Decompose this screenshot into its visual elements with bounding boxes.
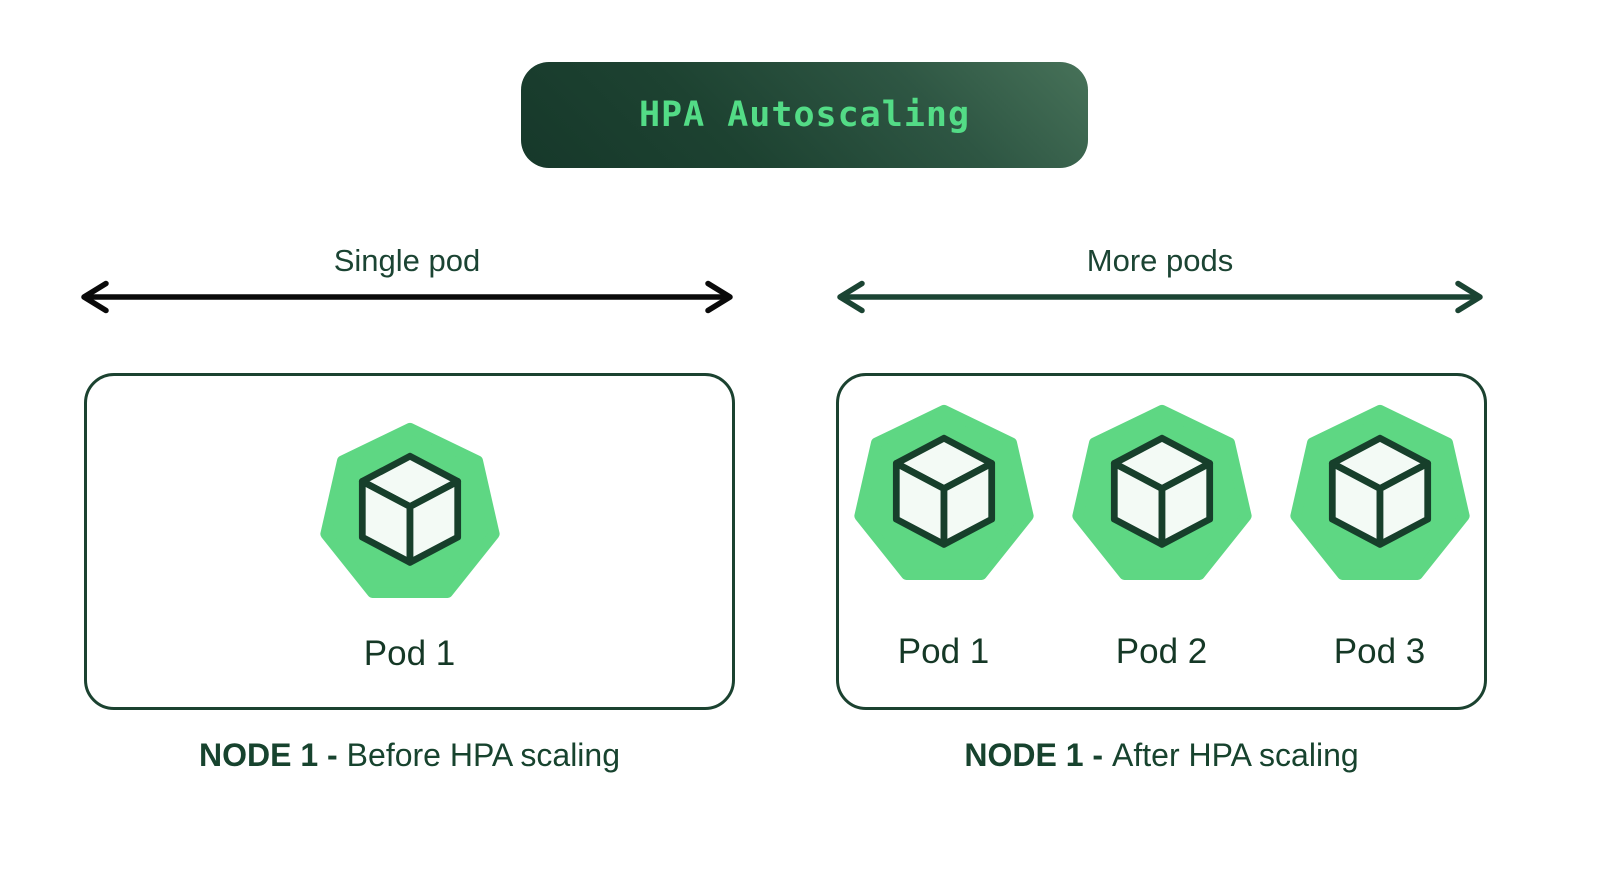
cube-right-face <box>940 460 995 548</box>
cube-icon <box>892 434 995 548</box>
single-pod-span-label: Single pod <box>333 243 481 278</box>
pod-item: Pod 3 <box>1289 404 1470 672</box>
cube-right-face <box>1158 460 1213 548</box>
kubernetes-pod-icon <box>853 404 1034 580</box>
title-banner: HPA Autoscaling <box>521 62 1088 168</box>
pod-label: Pod 1 <box>363 634 456 673</box>
node-caption-bold: NODE 1 - <box>198 737 338 773</box>
pods-container: Pod 1 Pod 2 Pod 3 <box>839 404 1484 672</box>
more-pods-span-label: More pods <box>1086 243 1234 278</box>
cube-right-face <box>1376 460 1431 548</box>
pod-label: Pod 2 <box>1115 632 1208 671</box>
node-1-before-caption: NODE 1 -Before HPA scaling <box>84 737 735 774</box>
cube-icon <box>1110 434 1213 548</box>
kubernetes-pod-icon <box>1071 404 1252 580</box>
pod-item: Pod 1 <box>319 422 500 674</box>
diagram-title: HPA Autoscaling <box>638 95 971 135</box>
pod-label: Pod 1 <box>897 632 990 671</box>
double-headed-arrow-icon <box>837 280 1483 314</box>
node-1-after-box: Pod 1 Pod 2 Pod 3 <box>836 373 1487 710</box>
node-caption-rest: Before HPA scaling <box>346 737 620 773</box>
pods-container: Pod 1 <box>87 422 732 674</box>
cube-right-face <box>406 478 461 566</box>
node-caption-bold: NODE 1 - <box>964 737 1104 773</box>
kubernetes-pod-icon <box>1289 404 1470 580</box>
pod-item: Pod 2 <box>1071 404 1252 672</box>
double-headed-arrow-icon <box>81 280 733 314</box>
kubernetes-pod-icon <box>319 422 500 598</box>
node-1-before-box: Pod 1 <box>84 373 735 710</box>
node-1-after-caption: NODE 1 -After HPA scaling <box>836 737 1487 774</box>
pod-item: Pod 1 <box>853 404 1034 672</box>
cube-icon <box>358 452 461 566</box>
cube-icon <box>1328 434 1431 548</box>
pod-label: Pod 3 <box>1333 632 1426 671</box>
node-caption-rest: After HPA scaling <box>1112 737 1359 773</box>
